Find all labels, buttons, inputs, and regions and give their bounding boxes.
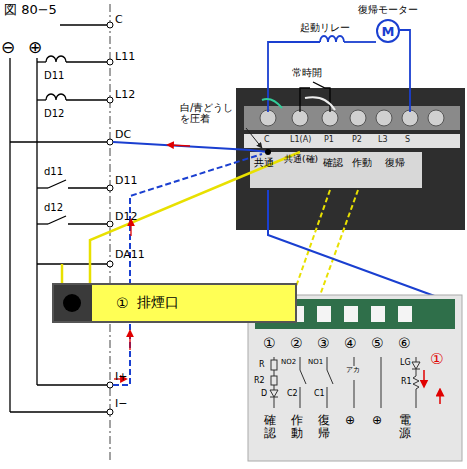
contact-label: 常時開	[292, 67, 322, 78]
wire-color: アカ	[346, 367, 360, 375]
contact-name: d12	[44, 202, 63, 213]
pin-number: ④	[344, 336, 357, 351]
terminal-label: 共通	[254, 157, 274, 168]
damper-knob	[63, 294, 81, 312]
terminal-name: L12	[115, 89, 135, 101]
terminal-function: 作動	[291, 414, 303, 440]
terminal-name: D11	[115, 175, 137, 187]
motor-circle: M復帰モーター	[376, 19, 400, 43]
motor-label: 復帰モーター	[358, 3, 418, 17]
terminal-label: 復帰	[385, 157, 405, 168]
terminal-mark: L1(A)	[290, 136, 311, 145]
terminal-label: 確認	[323, 157, 343, 168]
terminal-function: 電源	[399, 414, 411, 440]
callout-arrow	[439, 392, 441, 404]
terminal-mark: L3	[378, 136, 388, 145]
terminal-label-strip	[244, 134, 460, 148]
terminal-function: 確認	[264, 414, 276, 440]
pin-number: ⑤	[371, 336, 384, 351]
contact-name: C1	[314, 390, 325, 399]
contact-name: NO1	[308, 359, 323, 367]
motor-symbol: M	[382, 24, 395, 39]
terminal-screws	[260, 110, 444, 126]
terminal-label: 作動	[352, 157, 372, 168]
component-name: R2	[254, 377, 265, 386]
terminal-name: DA11	[115, 249, 145, 261]
callout-number: ①	[116, 295, 129, 311]
terminal-function: 復帰	[318, 414, 330, 440]
rail-symbol: ⊕	[28, 38, 42, 57]
contact-name: d11	[44, 166, 63, 177]
component-name: R	[259, 361, 265, 370]
callout-arrow	[423, 370, 425, 384]
terminal-mark: P1	[324, 136, 334, 145]
terminal-function: ⊕	[372, 414, 384, 427]
terminal-mark: S	[405, 136, 410, 145]
pin-number: ③	[317, 336, 330, 351]
contact-name: C2	[287, 390, 298, 399]
terminal-name: C	[115, 14, 123, 26]
note: 白/青どうしを圧着	[180, 102, 242, 124]
terminal-label: 共通(確)	[284, 155, 320, 165]
terminal-name: I−	[115, 398, 127, 410]
component-name: LG	[400, 359, 411, 368]
contact-name: NO2	[281, 359, 296, 367]
label-area	[250, 152, 422, 188]
ladder-wiring	[10, 4, 110, 462]
panel-symbols	[270, 357, 420, 408]
terminal-name: D12	[115, 211, 137, 223]
rail-symbol: ⊖	[1, 38, 15, 57]
terminal-name: I+	[115, 371, 127, 383]
component-name: D	[261, 390, 267, 399]
terminal-function: ⊕	[345, 414, 357, 427]
pin-number: ②	[290, 336, 303, 351]
terminal-mark: C	[264, 136, 270, 145]
terminal-mark: P2	[352, 136, 362, 145]
figure-title: 図 80−5	[4, 3, 57, 17]
terminal-strip	[244, 106, 460, 130]
terminal-dots	[107, 22, 113, 415]
node-label: 排煙口	[137, 294, 179, 312]
pin-number: ⑥	[398, 336, 411, 351]
relay-label: 起動リレー	[300, 22, 350, 33]
damper-box: ① 排煙口	[52, 283, 297, 323]
terminal-name: L11	[115, 51, 135, 63]
coil-name: D12	[44, 108, 64, 119]
coil-name: D11	[44, 70, 64, 81]
component-name: R1	[401, 378, 412, 387]
terminal-name: DC	[115, 129, 131, 141]
pin-number: ①	[263, 336, 276, 351]
callout-number: ①	[430, 351, 443, 368]
